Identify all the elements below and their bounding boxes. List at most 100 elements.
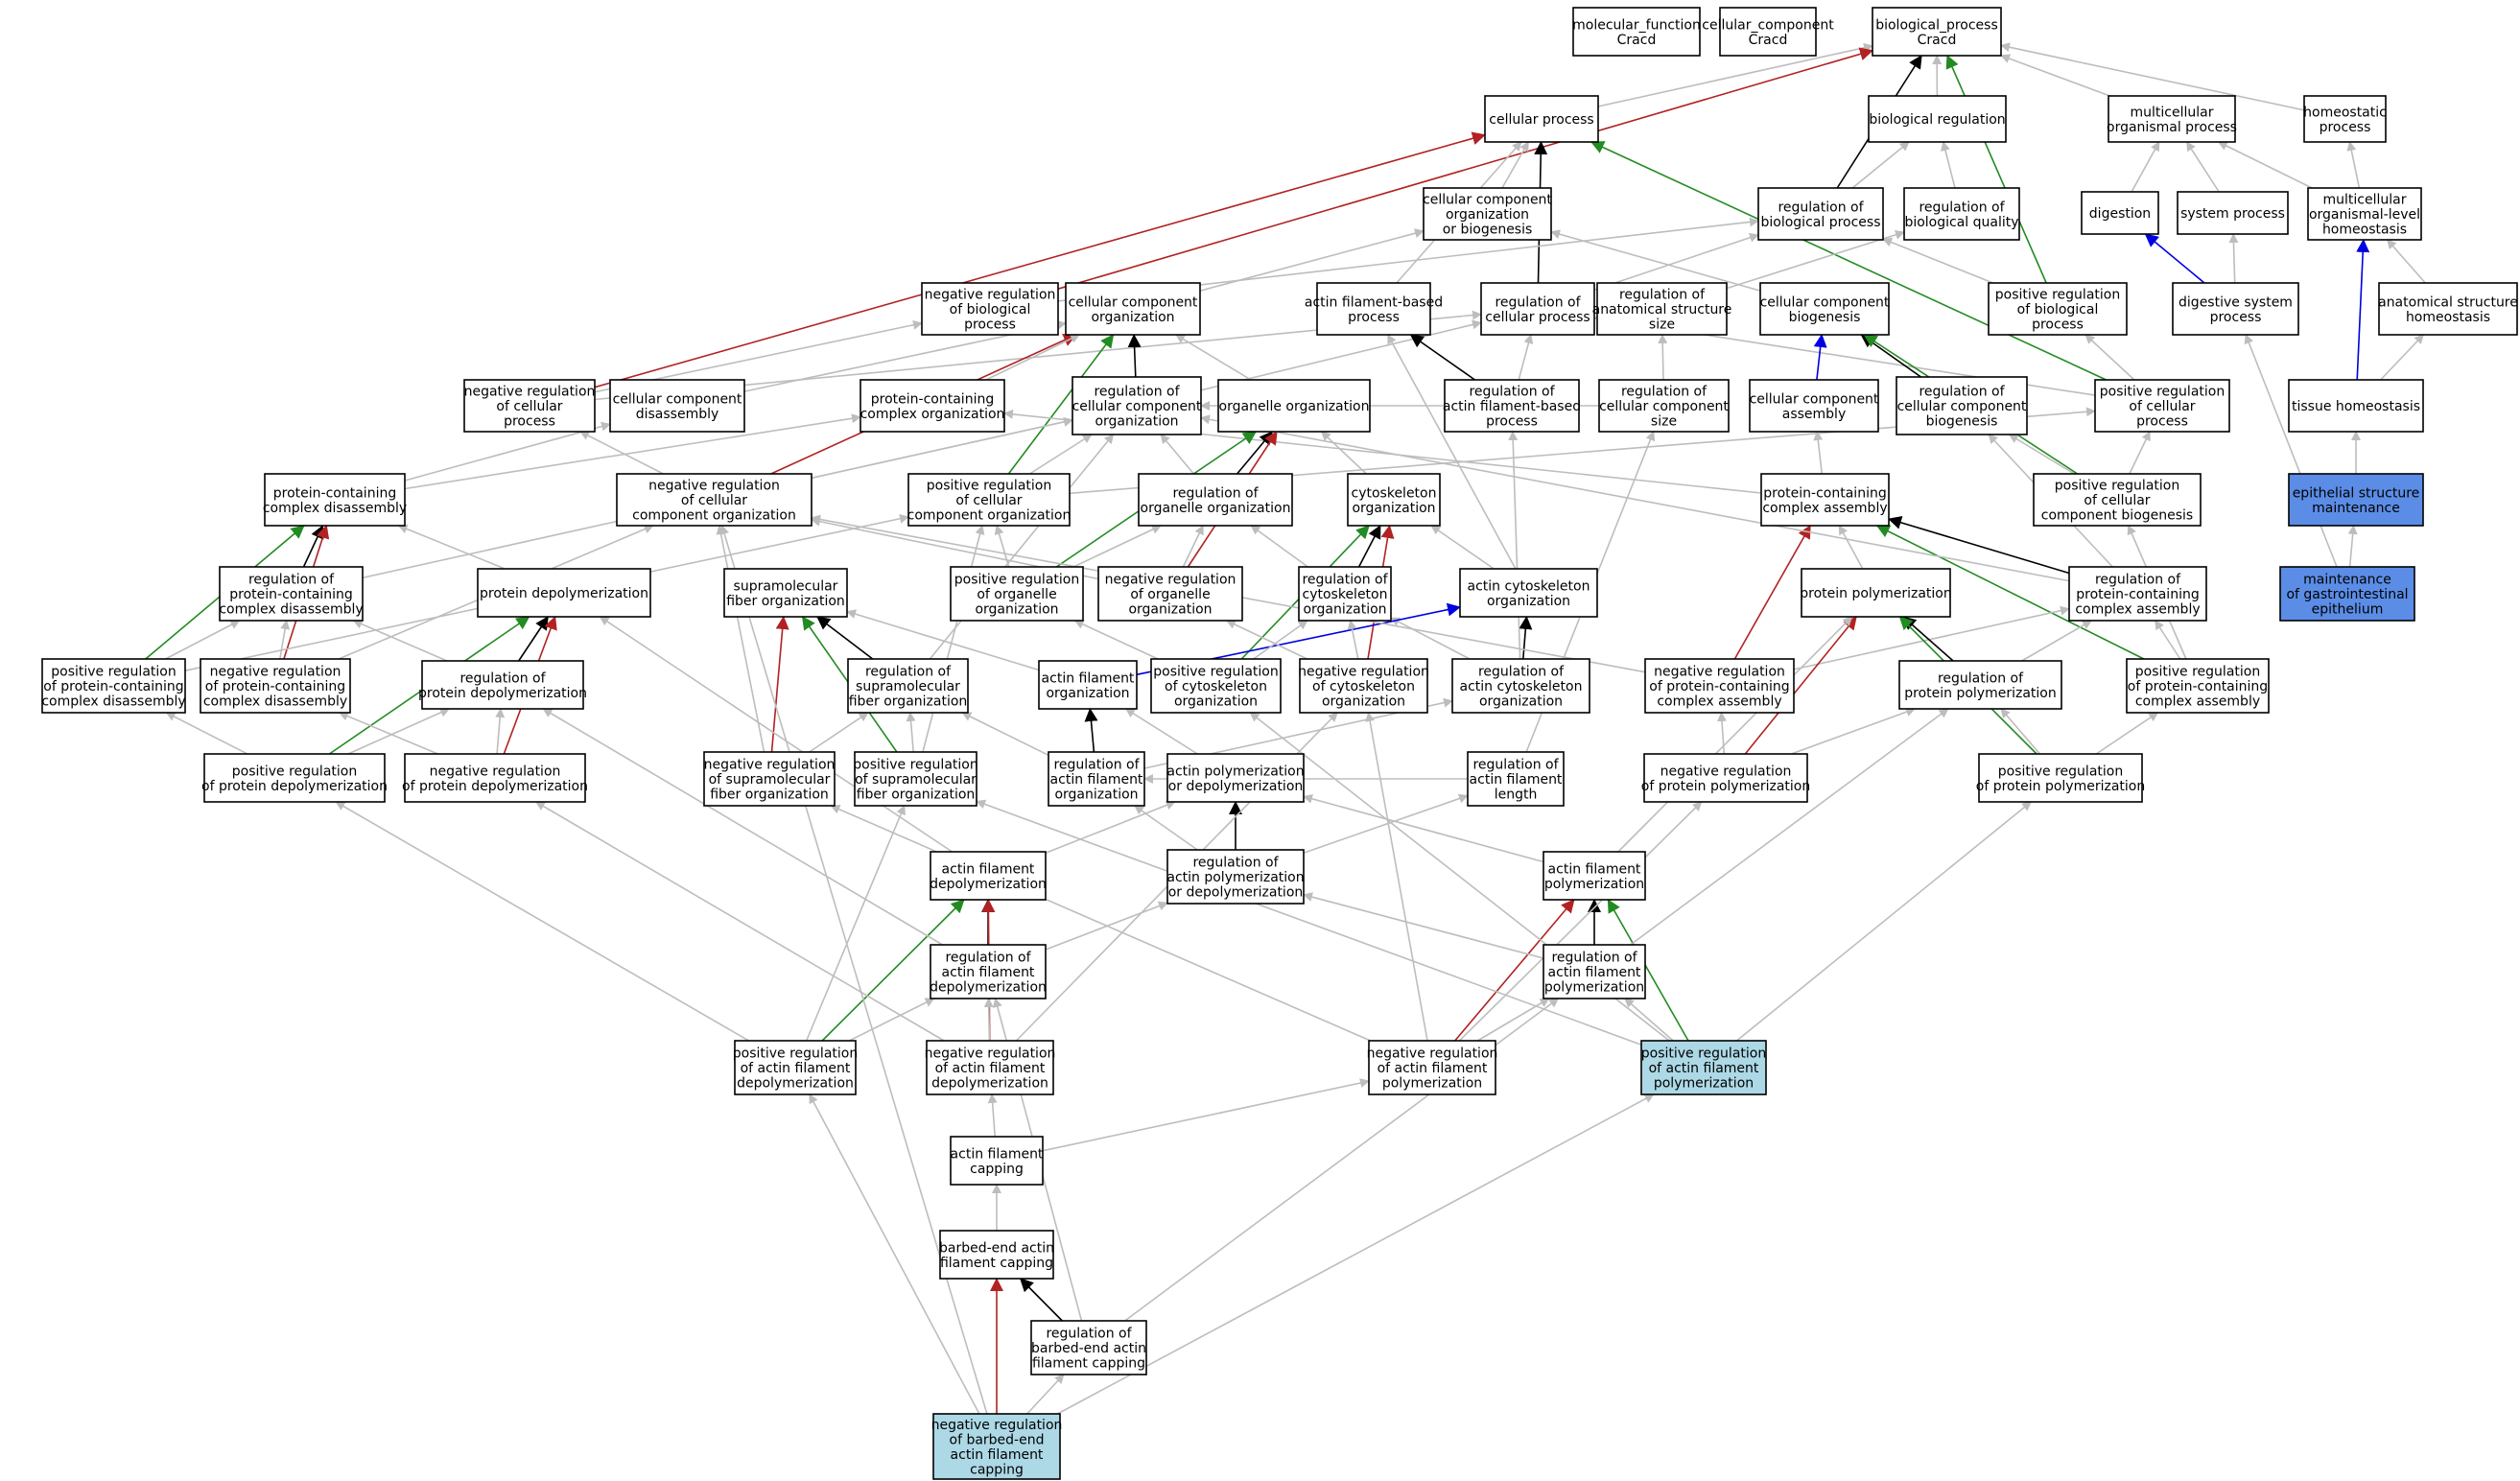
- term-label-line: digestive system: [2179, 294, 2293, 310]
- term-label-line: supramolecular: [856, 679, 960, 694]
- term-label-line: actin filament: [951, 1146, 1044, 1162]
- term-node-cellproc[interactable]: cellular process: [1484, 95, 1599, 143]
- term-box: [1451, 658, 1590, 714]
- term-node-tishomeo[interactable]: tissue homeostasis: [2288, 379, 2424, 433]
- edge-negatively-regulates-negregcp-to-cellproc: [594, 131, 1486, 388]
- term-node-protdepoly[interactable]: protein depolymerization: [477, 568, 651, 618]
- edge-blue-edge-dsp-to-digestion: [2144, 233, 2205, 284]
- term-node-bioreg[interactable]: biological regulation: [1868, 95, 2007, 143]
- term-label-line: positive regulation: [232, 764, 357, 779]
- term-box: [1150, 658, 1282, 714]
- term-label-line: disassembly: [636, 407, 719, 422]
- edge-is-a-pcdis-to-pcco: [404, 413, 861, 490]
- edge-is-a-negregcyto-to-regcyto: [1347, 620, 1359, 660]
- edge-is-a-negregcco-to-negregcp: [579, 431, 664, 475]
- term-node-protpoly[interactable]: protein polymerization: [1800, 568, 1952, 618]
- edge-is-a-posregccb-to-posregcp: [2129, 431, 2151, 475]
- term-label-line: positive regulation: [2135, 665, 2260, 680]
- term-label-line: biogenesis: [1926, 414, 1998, 430]
- term-node-digestion[interactable]: digestion: [2081, 191, 2159, 235]
- term-node-orgorg[interactable]: organelle organization: [1217, 379, 1371, 433]
- term-label-line: negative regulation: [1654, 665, 1785, 680]
- term-node-sysproc[interactable]: system process: [2177, 191, 2289, 235]
